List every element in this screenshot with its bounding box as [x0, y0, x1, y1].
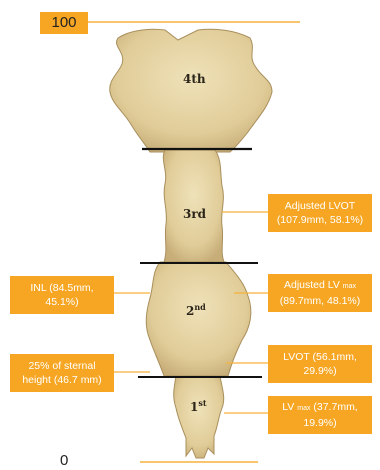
- label-adjusted-lvot: Adjusted LVOT (107.9mm, 58.1%): [268, 194, 372, 232]
- sternum-segment-3: [163, 150, 224, 262]
- scale-top-label: 100: [40, 12, 88, 34]
- label-lvot: LVOT (56.1mm, 29.9%): [268, 345, 372, 383]
- label-lvmax: LV max (37.7mm, 19.9%): [268, 396, 372, 434]
- segment-label-1: 1st: [190, 398, 207, 414]
- segment-label-4: 4th: [183, 72, 206, 86]
- label-inl: INL (84.5mm, 45.1%): [10, 276, 114, 314]
- label-adjusted-lvmax: Adjusted LV max (89.7mm, 48.1%): [268, 274, 372, 312]
- label-quarter-sternal-height: 25% of sternal height (46.7 mm): [10, 354, 114, 392]
- segment-label-2: 2nd: [186, 302, 206, 318]
- segment-label-3: 3rd: [183, 207, 206, 221]
- sternum-segment-1: [174, 376, 224, 458]
- scale-bottom-label: 0: [60, 452, 68, 469]
- sternum-segment-2: [146, 262, 251, 376]
- sternum-segment-4: [110, 29, 272, 152]
